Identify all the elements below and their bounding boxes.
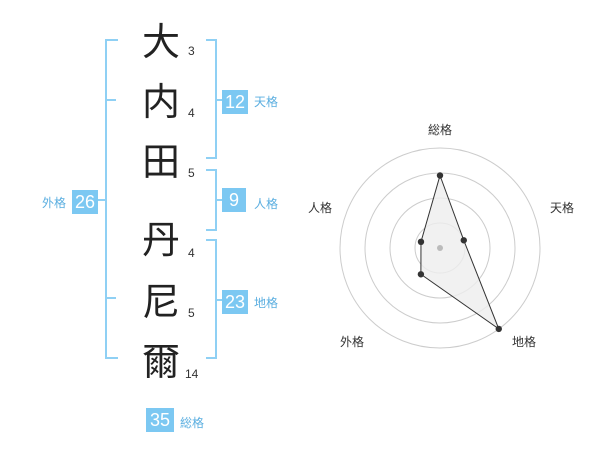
jinkaku-badge: 9 bbox=[222, 188, 246, 212]
tenkaku-badge: 12 bbox=[222, 90, 248, 114]
radar-center-point bbox=[437, 245, 443, 251]
chikaku-badge: 23 bbox=[222, 290, 248, 314]
stroke-count-5: 5 bbox=[188, 306, 195, 320]
name-char-4: 丹 bbox=[141, 218, 180, 262]
radar-axis-label-chikaku: 地格 bbox=[512, 335, 537, 349]
radar-axis-label-jinkaku: 人格 bbox=[308, 201, 333, 215]
radar-point-4 bbox=[417, 271, 425, 278]
gaikaku-label: 外格 bbox=[42, 196, 67, 210]
name-char-2: 内 bbox=[141, 80, 180, 124]
jinkaku-label: 人格 bbox=[254, 197, 279, 211]
radar-axis-label-tenkaku: 天格 bbox=[550, 201, 575, 215]
name-char-6: 爾 bbox=[141, 340, 180, 384]
stroke-count-3: 5 bbox=[188, 166, 195, 180]
radar-point-1 bbox=[436, 172, 444, 179]
tenkaku-label: 天格 bbox=[254, 95, 279, 109]
radar-axis-label-gaikaku: 外格 bbox=[340, 335, 365, 349]
radar-point-2 bbox=[460, 237, 467, 244]
name-char-5: 尼 bbox=[141, 280, 180, 324]
soukaku-label: 総格 bbox=[180, 416, 205, 430]
name-char-1: 大 bbox=[141, 20, 180, 64]
name-char-3: 田 bbox=[141, 140, 180, 184]
gaikaku-badge: 26 bbox=[72, 190, 98, 214]
radar-grid-ring bbox=[339, 147, 541, 349]
soukaku-badge: 35 bbox=[146, 408, 174, 432]
stroke-count-6: 14 bbox=[185, 367, 199, 381]
stroke-count-4: 4 bbox=[188, 246, 195, 260]
radar-value-polygon bbox=[420, 173, 500, 331]
radar-point-5 bbox=[417, 238, 425, 246]
stroke-count-2: 4 bbox=[188, 106, 195, 120]
chikaku-label: 地格 bbox=[254, 296, 279, 310]
radar-point-3 bbox=[495, 325, 502, 333]
radar-axis-label-soukaku: 総格 bbox=[428, 123, 453, 137]
stroke-count-1: 3 bbox=[188, 44, 195, 58]
